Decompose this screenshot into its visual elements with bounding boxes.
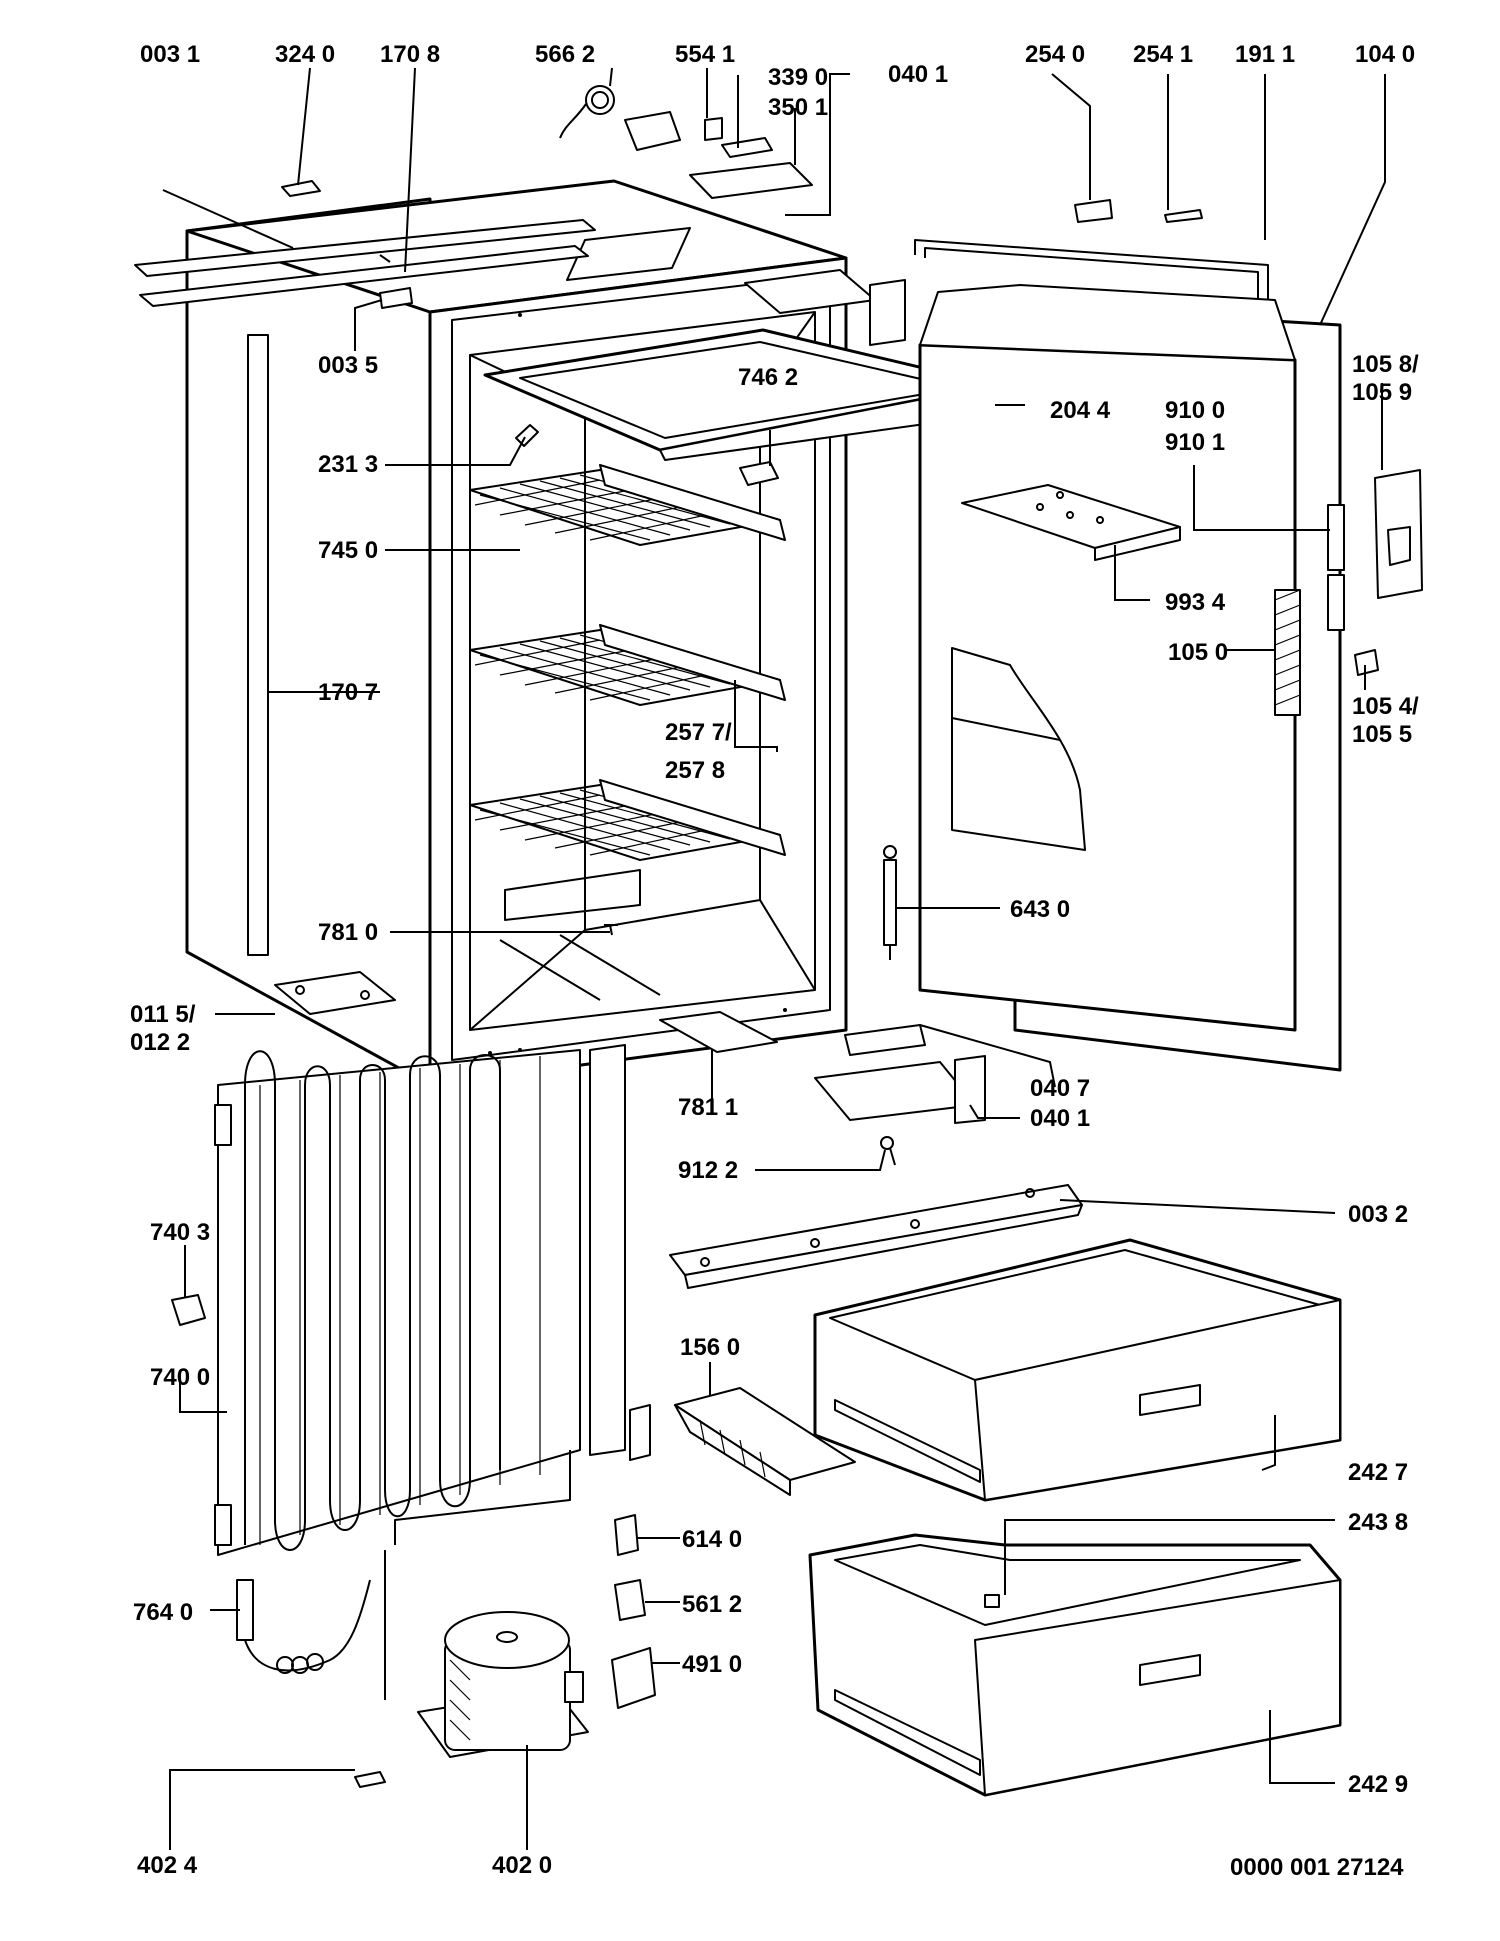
wire-shelf-1 bbox=[469, 464, 786, 546]
callout-2578: 257 8 bbox=[665, 757, 725, 784]
callout-0032: 003 2 bbox=[1348, 1201, 1408, 1228]
callout-0401-top: 040 1 bbox=[888, 61, 948, 88]
callout-1560: 156 0 bbox=[680, 1334, 740, 1361]
callout-2313: 231 3 bbox=[318, 451, 378, 478]
callout-2541: 254 1 bbox=[1133, 41, 1193, 68]
callout-7811: 781 1 bbox=[678, 1094, 738, 1121]
callout-0407: 040 7 bbox=[1030, 1075, 1090, 1102]
cabinet-small-parts bbox=[515, 424, 779, 936]
callout-9122: 912 2 bbox=[678, 1157, 738, 1184]
cabinet-body bbox=[185, 179, 848, 1087]
callout-4910: 491 0 bbox=[682, 1651, 742, 1678]
wire-shelf-2 bbox=[469, 624, 786, 706]
callout-labels: 003 1 324 0 170 8 566 2 554 1 339 0 350 … bbox=[130, 41, 1419, 1881]
callout-1050: 105 0 bbox=[1168, 639, 1228, 666]
door-assembly bbox=[883, 199, 1423, 1072]
callout-6140: 614 0 bbox=[682, 1526, 742, 1553]
callout-1059: 105 9 bbox=[1352, 379, 1412, 406]
condenser-7400 bbox=[214, 1044, 651, 1556]
callout-1055: 105 5 bbox=[1352, 721, 1412, 748]
callout-7403: 740 3 bbox=[150, 1219, 210, 1246]
callout-2577: 257 7/ bbox=[665, 719, 732, 746]
callout-3240: 324 0 bbox=[275, 41, 335, 68]
dryer-and-pipes bbox=[236, 1450, 571, 1700]
callout-1040: 104 0 bbox=[1355, 41, 1415, 68]
callout-2429: 242 9 bbox=[1348, 1771, 1408, 1798]
callout-0035: 003 5 bbox=[318, 352, 378, 379]
drawer-upper-2427 bbox=[813, 1238, 1342, 1502]
callout-5541: 554 1 bbox=[675, 41, 735, 68]
callout-1707: 170 7 bbox=[318, 679, 378, 706]
callout-2540: 254 0 bbox=[1025, 41, 1085, 68]
leader-lines bbox=[162, 67, 1386, 1850]
callout-7400: 740 0 bbox=[150, 1364, 210, 1391]
callout-0122: 012 2 bbox=[130, 1029, 190, 1056]
callout-7450: 745 0 bbox=[318, 537, 378, 564]
callout-2044: 204 4 bbox=[1050, 397, 1111, 424]
callout-7810: 781 0 bbox=[318, 919, 378, 946]
callout-5612: 561 2 bbox=[682, 1591, 742, 1618]
ice-tray-1560 bbox=[674, 1387, 856, 1496]
callout-2438: 243 8 bbox=[1348, 1509, 1408, 1536]
callout-3390: 339 0 bbox=[768, 64, 828, 91]
part-7403 bbox=[171, 1294, 206, 1326]
drawer-lower-2429 bbox=[808, 1533, 1342, 1797]
callout-1911: 191 1 bbox=[1235, 41, 1295, 68]
wire-shelf-3 bbox=[469, 779, 786, 921]
callout-0031: 003 1 bbox=[140, 41, 200, 68]
document-id: 0000 001 27124 bbox=[1230, 1854, 1404, 1881]
callout-1058: 105 8/ bbox=[1352, 351, 1419, 378]
callout-0401-bottom: 040 1 bbox=[1030, 1105, 1090, 1132]
callout-3501: 350 1 bbox=[768, 94, 828, 121]
top-rails bbox=[134, 219, 596, 307]
callout-4024: 402 4 bbox=[137, 1852, 198, 1879]
lower-hinge-parts bbox=[814, 1024, 986, 1166]
callout-1708: 170 8 bbox=[380, 41, 440, 68]
callout-9934: 993 4 bbox=[1165, 589, 1226, 616]
callout-5662: 566 2 bbox=[535, 41, 595, 68]
callout-9100: 910 0 bbox=[1165, 397, 1225, 424]
bottom-rail-0032 bbox=[669, 1184, 1083, 1289]
callout-7462: 746 2 bbox=[738, 364, 798, 391]
callout-2427: 242 7 bbox=[1348, 1459, 1408, 1486]
compressor-4020 bbox=[417, 1611, 589, 1758]
callout-0115: 011 5/ bbox=[130, 1001, 196, 1028]
top-small-parts bbox=[281, 85, 906, 346]
callout-7640: 764 0 bbox=[133, 1599, 193, 1626]
callout-1054: 105 4/ bbox=[1352, 693, 1419, 720]
callout-6430: 643 0 bbox=[1010, 896, 1070, 923]
electrical-small-parts bbox=[354, 1514, 656, 1788]
callout-9101: 910 1 bbox=[1165, 429, 1225, 456]
callout-4020: 402 0 bbox=[492, 1852, 552, 1879]
